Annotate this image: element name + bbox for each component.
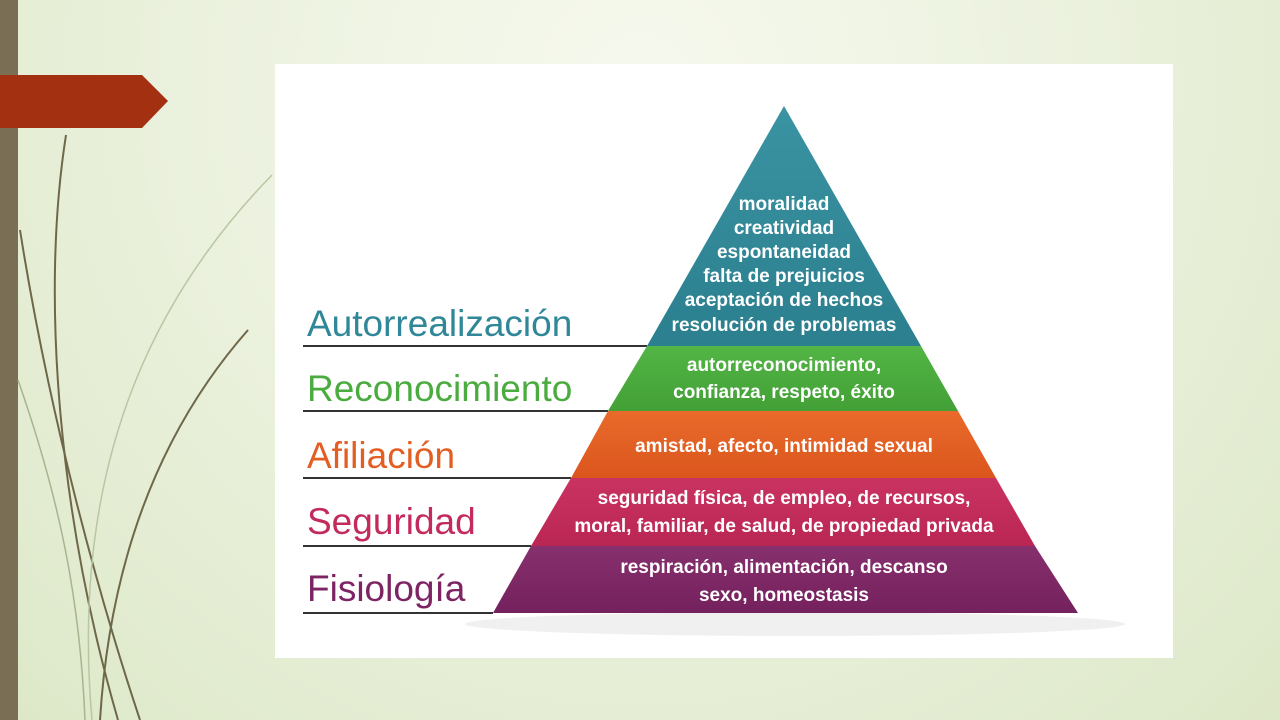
maslow-pyramid: Autorrealización Reconocimiento Afiliaci… (303, 106, 1125, 636)
autorrealizacion-item: aceptación de hechos (685, 290, 884, 311)
label-autorrealizacion: Autorrealización (307, 303, 572, 344)
pyramid-shadow (465, 612, 1125, 636)
autorrealizacion-item: falta de prejuicios (703, 266, 865, 287)
label-fisiologia: Fisiología (307, 568, 466, 609)
reconocimiento-item: confianza, respeto, éxito (673, 382, 895, 403)
label-afiliacion: Afiliación (307, 435, 455, 476)
fisiologia-item: respiración, alimentación, descanso (620, 557, 947, 578)
autorrealizacion-item: creatividad (734, 218, 834, 239)
afiliacion-item: amistad, afecto, intimidad sexual (635, 436, 933, 457)
pyramid-image: Autorrealización Reconocimiento Afiliaci… (275, 64, 1173, 658)
slide-left-bar (0, 0, 18, 720)
tier-seguridad (531, 478, 1035, 546)
tier-fisiologia (493, 546, 1078, 613)
label-seguridad: Seguridad (307, 501, 476, 542)
autorrealizacion-item: resolución de problemas (672, 315, 897, 336)
fisiologia-item: sexo, homeostasis (699, 585, 869, 606)
autorrealizacion-item: espontaneidad (717, 242, 851, 263)
decorative-curves (17, 134, 273, 720)
seguridad-item: moral, familiar, de salud, de propiedad … (574, 516, 994, 537)
autorrealizacion-item: moralidad (739, 194, 830, 215)
tier-reconocimiento (608, 346, 958, 411)
reconocimiento-item: autorreconocimiento, (687, 355, 881, 376)
accent-arrow-tag (0, 75, 168, 128)
seguridad-item: seguridad física, de empleo, de recursos… (598, 488, 971, 509)
label-reconocimiento: Reconocimiento (307, 368, 572, 409)
tier-autorrealizacion (647, 106, 921, 346)
tier-afiliacion (571, 411, 996, 478)
